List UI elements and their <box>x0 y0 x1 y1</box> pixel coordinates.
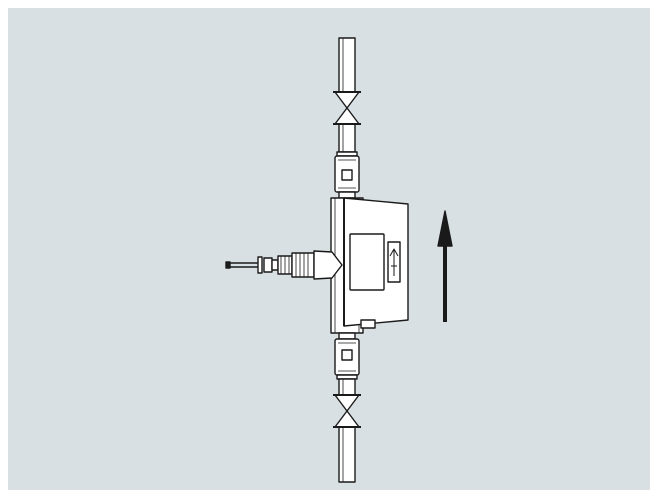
diagram-background <box>8 8 650 490</box>
upper-pipe <box>338 37 356 153</box>
upper-valve <box>333 91 361 125</box>
upper-fitting <box>334 151 360 199</box>
installation-diagram <box>8 8 650 490</box>
sensor-cable <box>225 250 343 280</box>
lower-fitting <box>334 332 360 380</box>
lower-pipe <box>338 378 356 483</box>
lower-valve <box>333 394 361 428</box>
meter-display <box>349 233 385 291</box>
diagram-svg <box>8 8 650 490</box>
flow-direction-indicator <box>387 241 401 283</box>
flow-direction-arrow <box>437 210 453 322</box>
